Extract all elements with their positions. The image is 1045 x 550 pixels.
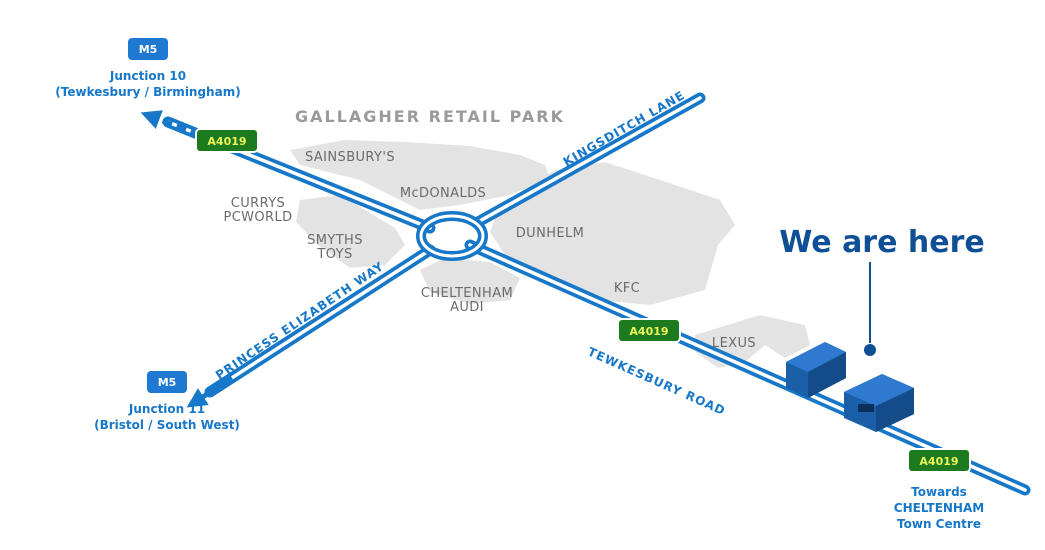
- arrow-to-j10: [140, 110, 201, 138]
- store-lexus: LEXUS: [712, 336, 756, 351]
- block-audi: [420, 258, 520, 304]
- store-audi-line1: CHELTENHAM: [421, 286, 513, 301]
- direction-arrows: [140, 110, 234, 408]
- location-dot: [864, 344, 876, 356]
- store-kfc: KFC: [614, 281, 640, 296]
- retail-blocks: [290, 140, 810, 368]
- road-label-princess: PRINCESS ELIZABETH WAY: [213, 259, 387, 382]
- store-smyths-line1: SMYTHS: [307, 233, 363, 248]
- store-dunhelm: DUNHELM: [516, 226, 585, 241]
- junction11-line1: Junction 11: [128, 402, 205, 416]
- park-name: GALLAGHER RETAIL PARK: [295, 107, 565, 126]
- store-audi-line2: AUDI: [450, 300, 484, 315]
- block-dunhelm: [490, 162, 735, 305]
- store-currys-line1: CURRYS: [231, 196, 285, 211]
- road-label-kingsditch: KINGSDITCH LANE: [561, 88, 688, 169]
- office-buildings: [786, 342, 914, 432]
- svg-text:A4019: A4019: [207, 135, 246, 148]
- towards-line2: CHELTENHAM: [894, 501, 984, 515]
- shield-a4019-top: A4019: [195, 128, 259, 153]
- store-currys-line2: PCWORLD: [223, 210, 292, 225]
- store-sainsburys: SAINSBURY'S: [305, 150, 395, 165]
- junction10-line2: (Tewkesbury / Birmingham): [55, 85, 240, 99]
- svg-text:M5: M5: [139, 43, 158, 56]
- towards-line1: Towards: [911, 485, 967, 499]
- shield-m5-south: M5: [147, 371, 187, 393]
- block-sainsburys: [290, 140, 550, 210]
- shield-a4019-middle: A4019: [617, 318, 681, 343]
- location-marker: [864, 262, 876, 356]
- store-mcdonalds: McDONALDS: [400, 186, 486, 201]
- store-smyths-line2: TOYS: [316, 247, 352, 262]
- arrow-to-j11: [186, 375, 234, 408]
- shield-a4019-bottom: A4019: [907, 448, 971, 473]
- block-currys: [296, 195, 405, 268]
- junction11-line2: (Bristol / South West): [94, 418, 240, 432]
- shield-m5-north: M5: [128, 38, 168, 60]
- svg-text:A4019: A4019: [629, 325, 668, 338]
- we-are-here-label: We are here: [779, 225, 985, 260]
- svg-text:M5: M5: [158, 376, 177, 389]
- junction10-line1: Junction 10: [109, 69, 186, 83]
- towards-line3: Town Centre: [897, 517, 981, 531]
- svg-text:A4019: A4019: [919, 455, 958, 468]
